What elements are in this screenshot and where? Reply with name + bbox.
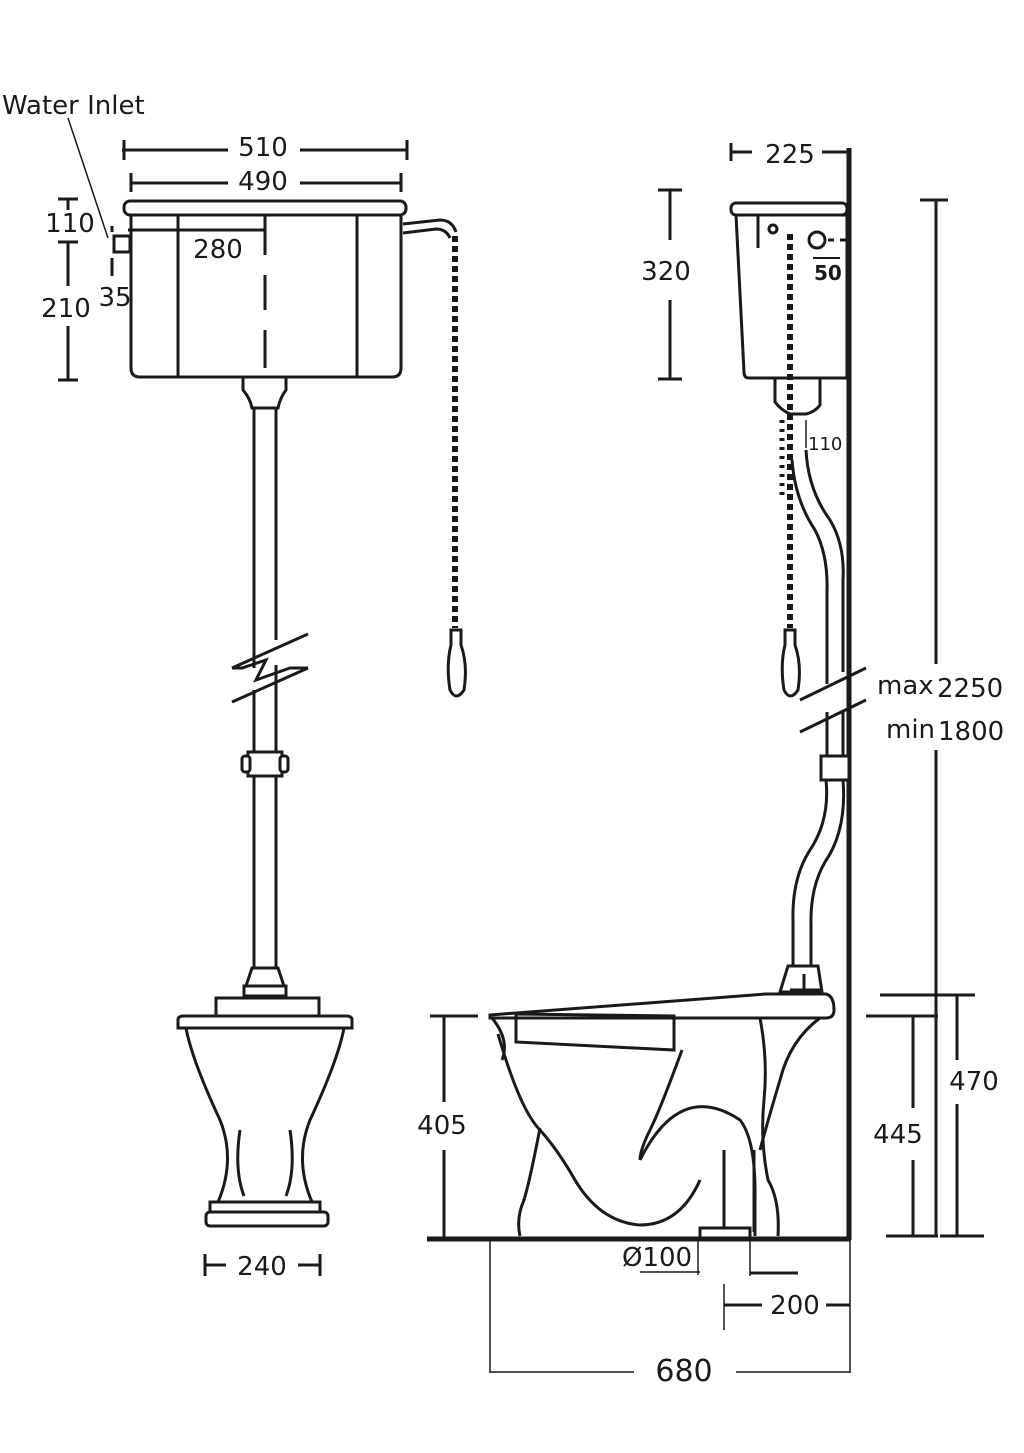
dim-210: 210 [41, 240, 91, 382]
dim-outlet-diameter-text: Ø100 [622, 1243, 692, 1273]
dim-320-text: 320 [641, 257, 691, 287]
side-flush-pipe [777, 449, 867, 1004]
dim-200-text: 200 [770, 1291, 820, 1321]
front-pan [176, 996, 354, 1228]
side-view: 225 320 50 110 [417, 140, 1004, 1389]
dim-overall-height: max 2250 min 1800 [877, 198, 1004, 1237]
dim-470: 470 [880, 993, 999, 1238]
dim-35-text: 35 [98, 283, 131, 313]
water-inlet-leader [67, 117, 109, 239]
side-pipe-size-text: 50 [814, 261, 842, 285]
dim-445-text: 445 [873, 1120, 923, 1150]
front-flush-pipe [231, 375, 309, 998]
dim-225-text: 225 [765, 140, 815, 170]
dim-510: 510 [122, 133, 409, 163]
max-label: max [877, 671, 934, 701]
dim-405: 405 [417, 1014, 478, 1238]
dim-490: 490 [129, 167, 403, 197]
dim-110: 110 [45, 197, 95, 239]
side-pan [488, 992, 836, 1240]
dim-outlet-diameter: Ø100 [622, 1238, 798, 1276]
dim-470-text: 470 [949, 1067, 999, 1097]
dim-240-text: 240 [237, 1252, 287, 1282]
dim-200: 200 [723, 1284, 850, 1330]
dim-320: 320 [641, 188, 691, 381]
max-value: 2250 [937, 674, 1003, 704]
dim-side-110: 110 [805, 420, 842, 455]
dim-35: 35 [98, 226, 132, 313]
dim-225: 225 [729, 140, 849, 170]
dim-680: 680 [489, 1240, 851, 1389]
front-chain [402, 218, 467, 698]
dim-445: 445 [866, 1014, 938, 1238]
side-chain [779, 234, 801, 698]
dim-510-text: 510 [238, 133, 288, 163]
dim-680-text: 680 [655, 1354, 712, 1389]
min-label: min [886, 715, 935, 745]
front-view: Water Inlet 510 490 [2, 91, 467, 1282]
dim-280: 280 [128, 228, 265, 265]
dim-280-text: 280 [193, 235, 243, 265]
min-value: 1800 [938, 717, 1004, 747]
dim-side-110-text: 110 [808, 434, 842, 455]
dim-110-text: 110 [45, 209, 95, 239]
dim-240: 240 [203, 1252, 322, 1282]
dim-210-text: 210 [41, 294, 91, 324]
dim-490-text: 490 [238, 167, 288, 197]
front-cistern [112, 199, 408, 379]
dim-405-text: 405 [417, 1111, 467, 1141]
water-inlet-label: Water Inlet [2, 91, 145, 121]
